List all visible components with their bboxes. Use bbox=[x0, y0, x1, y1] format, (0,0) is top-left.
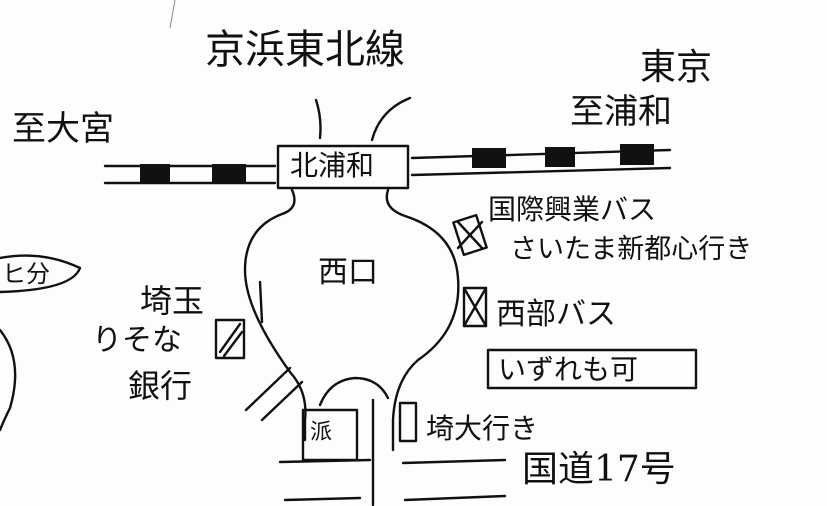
either-ok-label: いずれも可 bbox=[498, 353, 639, 386]
bank-label-3: 銀行 bbox=[128, 367, 193, 405]
road-stub bbox=[258, 280, 264, 324]
either-ok-box bbox=[486, 348, 698, 390]
bank-label-1: 埼玉 bbox=[140, 282, 205, 320]
track-ties bbox=[140, 144, 654, 184]
direction-omiya-label: 至大宮 bbox=[12, 109, 114, 149]
left-edge-arc bbox=[0, 328, 17, 432]
road-lower-right bbox=[403, 494, 507, 502]
road-17-right bbox=[401, 458, 507, 465]
stray-stroke bbox=[169, 0, 176, 29]
station-name-label: 北浦和 bbox=[290, 149, 375, 182]
connector-left bbox=[314, 98, 322, 140]
walk-time-label: ヒ分 bbox=[2, 260, 50, 288]
line-name-label: 京浜東北線 bbox=[205, 27, 405, 73]
west-exit-label: 西口 bbox=[318, 255, 378, 290]
bus-kokusai-label: 国際興業バス bbox=[488, 193, 657, 226]
bus-seibu-label: 西部バス bbox=[496, 297, 616, 332]
police-box-label: 派 bbox=[310, 420, 333, 445]
road-diag-1 bbox=[244, 366, 292, 412]
walk-time-bubble bbox=[0, 254, 82, 294]
road-diag-2 bbox=[260, 380, 304, 422]
road-lower-left bbox=[283, 496, 362, 502]
plaza-right-edge bbox=[385, 188, 460, 452]
station-box bbox=[276, 144, 410, 190]
bus-stop-icon bbox=[462, 286, 488, 328]
saidai-bound-label: 埼大行き bbox=[426, 412, 539, 445]
bank-icon bbox=[214, 318, 246, 360]
bus-kokusai-destination-label: さいたま新都心行き bbox=[510, 234, 753, 265]
direction-urawa-label: 至浦和 bbox=[570, 92, 672, 132]
police-box-icon bbox=[301, 408, 359, 462]
bus-stop-icon bbox=[398, 401, 418, 443]
railway-line bbox=[103, 148, 672, 185]
route-17-label: 国道17号 bbox=[522, 449, 676, 490]
bank-label-2: りそな bbox=[92, 323, 182, 358]
connector-right bbox=[370, 96, 412, 142]
plaza-bottom bbox=[318, 376, 390, 407]
direction-tokyo-label: 東京 bbox=[640, 47, 713, 88]
bus-stop-icon bbox=[452, 213, 488, 257]
